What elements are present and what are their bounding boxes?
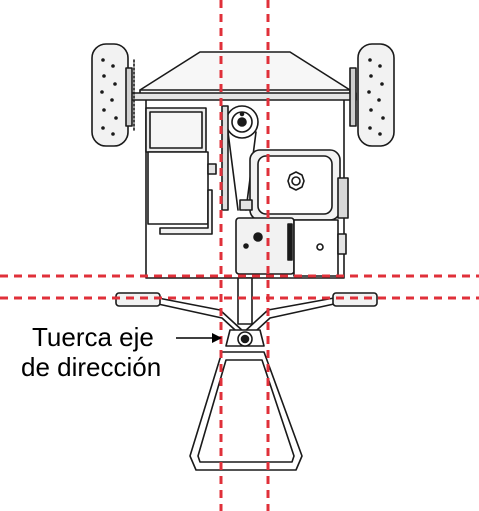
steering-plate	[189, 351, 303, 471]
axle	[123, 92, 357, 101]
cap-icon	[287, 171, 305, 191]
callout-line-2: de dirección	[21, 352, 162, 382]
left-wheel-icon	[91, 43, 135, 147]
side-tank	[147, 151, 209, 225]
steering-shaft	[237, 277, 253, 325]
right-wheel-icon	[349, 43, 395, 147]
arrow-right-icon	[176, 333, 222, 343]
nut-icon	[225, 329, 265, 347]
callout-label: Tuerca eje de dirección	[21, 322, 192, 382]
callout-line-1: Tuerca eje	[32, 322, 154, 352]
side-plate	[293, 219, 339, 277]
left-grip	[115, 292, 161, 307]
